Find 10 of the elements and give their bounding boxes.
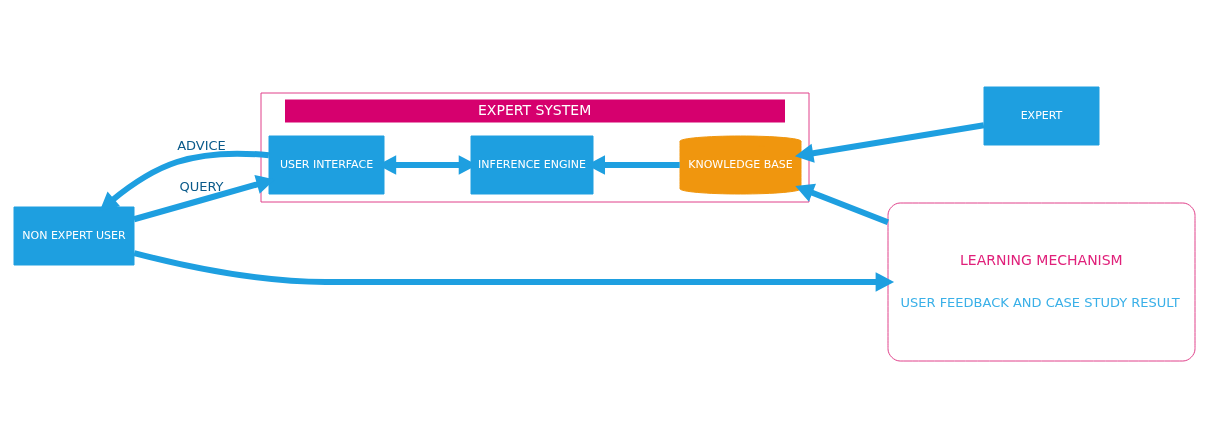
edge-label: QUERY	[179, 179, 224, 195]
node-box: NON EXPERT USER	[13, 206, 135, 266]
node-box: USER INTERFACE	[268, 135, 385, 195]
arrow	[133, 250, 895, 292]
arrow	[794, 122, 985, 163]
node-box: INFERENCE ENGINE	[470, 135, 594, 195]
node-box: LEARNING MECHANISM USER FEEDBACK AND CASE STUDY RESULT	[887, 202, 1196, 362]
edge-label: ADVICE	[177, 138, 226, 154]
arrow	[795, 183, 890, 226]
node-box: EXPERT	[983, 86, 1100, 146]
